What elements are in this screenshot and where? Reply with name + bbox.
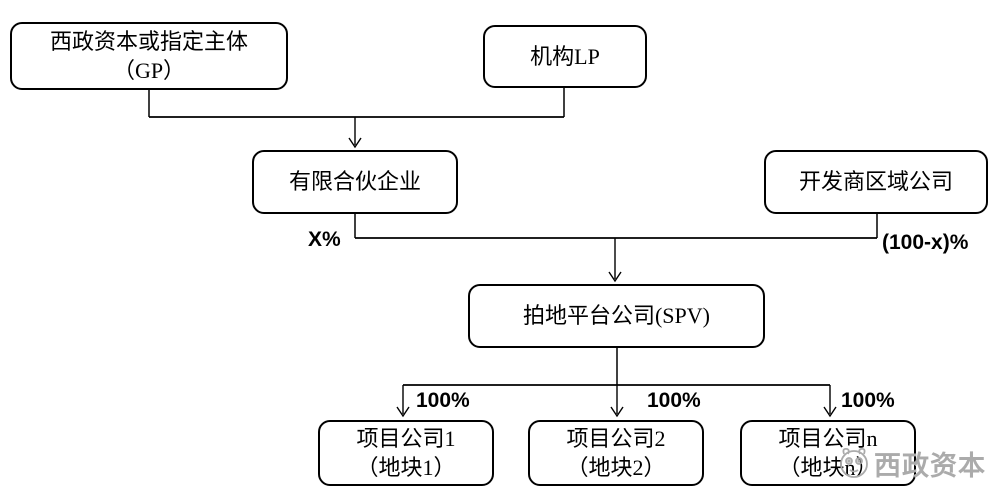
node-project-company-1-line1: 项目公司1 xyxy=(356,425,456,451)
edge-label-projectn-share: 100% xyxy=(841,389,895,412)
node-gp-label-line2: （GP） xyxy=(112,58,186,83)
connector-gp-lp-to-partnership xyxy=(148,88,565,149)
arrowhead-down-icon xyxy=(608,271,622,283)
pig-mascot-icon xyxy=(834,442,874,484)
node-project-company-1: 项目公司1 （地块1） xyxy=(318,420,494,486)
node-limited-partnership-label: 有限合伙企业 xyxy=(288,169,421,195)
node-gp-label-line1: 西政资本或指定主体 xyxy=(49,28,248,54)
node-project-company-2-line2: （地块2） xyxy=(566,455,666,480)
node-spv-platform-company-label: 拍地平台公司(SPV) xyxy=(522,303,710,329)
arrowhead-down-icon xyxy=(396,406,410,418)
arrowhead-down-icon xyxy=(823,406,837,418)
edge-label-developer-share: (100-x)% xyxy=(882,231,969,254)
node-project-company-1-line2: （地块1） xyxy=(356,455,456,480)
arrowhead-down-icon xyxy=(348,137,362,149)
connector-spv-to-projects xyxy=(396,348,837,418)
node-lp: 机构LP xyxy=(483,25,647,88)
node-project-company-n-line1: 项目公司n xyxy=(778,425,878,451)
edge-label-project2-share: 100% xyxy=(647,389,701,412)
node-project-company-n: 项目公司n （地块n） xyxy=(740,420,916,486)
node-project-company-2-line1: 项目公司2 xyxy=(566,425,666,451)
watermark: 西政资本 xyxy=(834,442,986,484)
node-project-company-2: 项目公司2 （地块2） xyxy=(528,420,704,486)
node-developer-regional-company: 开发商区域公司 xyxy=(764,150,988,214)
watermark-brand-text: 西政资本 xyxy=(874,450,986,481)
node-lp-label: 机构LP xyxy=(530,43,600,69)
node-gp: 西政资本或指定主体 （GP） xyxy=(10,22,288,90)
edge-label-lp-share: X% xyxy=(308,228,341,251)
edge-label-project1-share: 100% xyxy=(416,389,470,412)
node-limited-partnership: 有限合伙企业 xyxy=(252,150,458,214)
node-spv-platform-company: 拍地平台公司(SPV) xyxy=(468,284,765,348)
arrowhead-down-icon xyxy=(610,406,624,418)
node-developer-regional-company-label: 开发商区域公司 xyxy=(798,169,953,195)
connector-partnership-developer-to-spv xyxy=(354,214,878,283)
